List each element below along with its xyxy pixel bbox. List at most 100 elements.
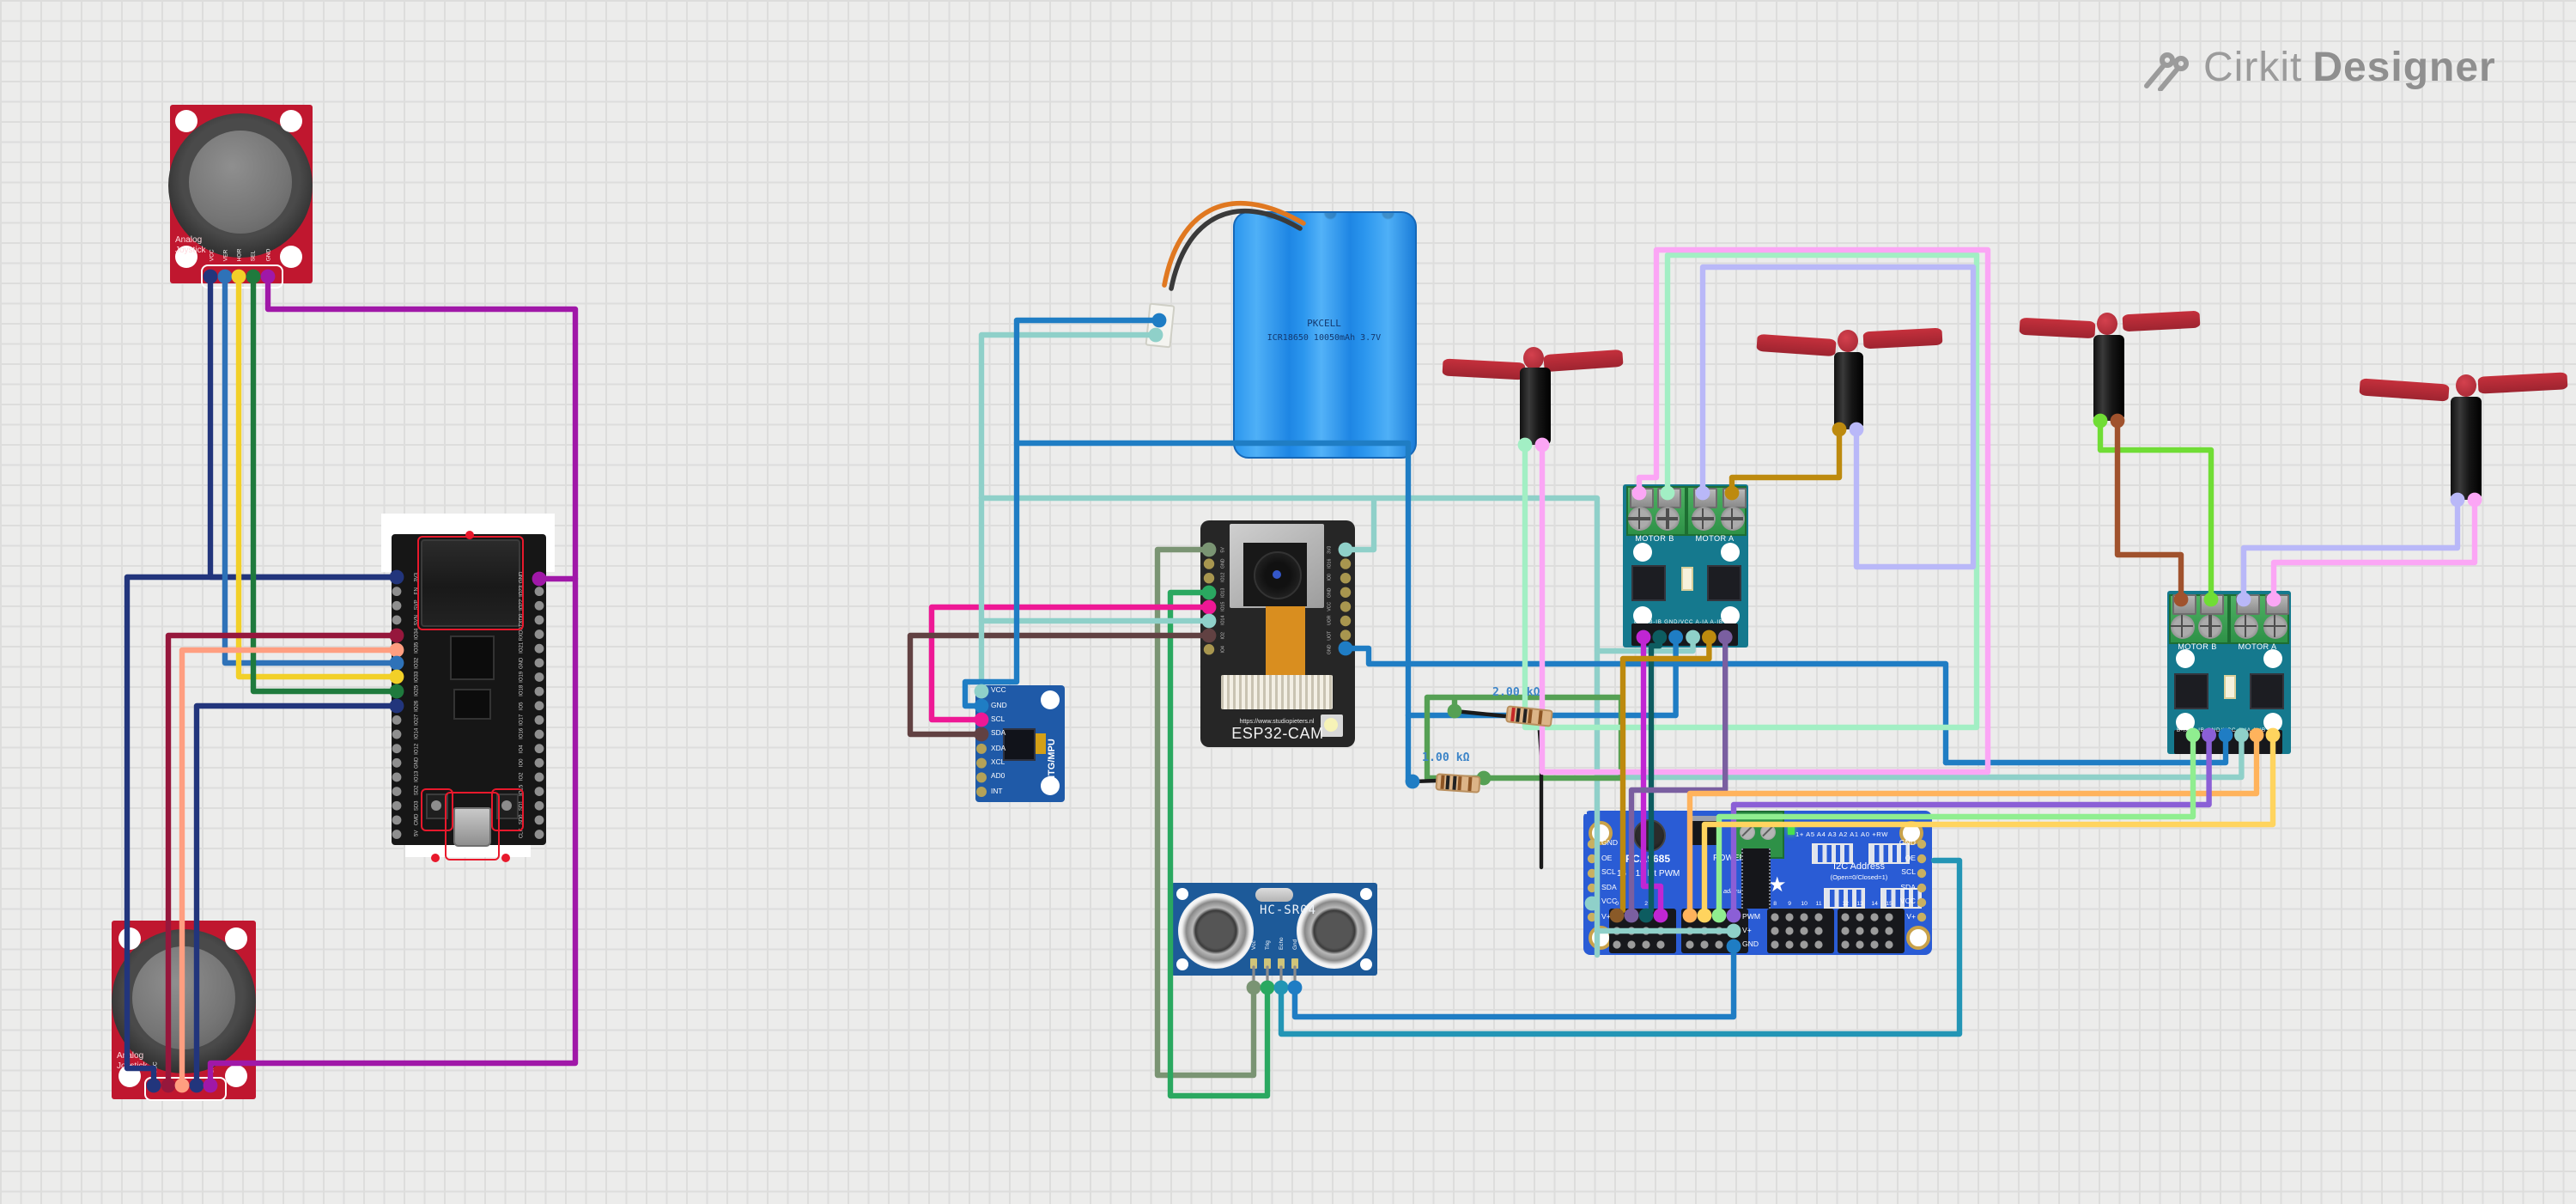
adafruit-star-icon: ★: [1768, 872, 1787, 896]
pin-label: XDA: [991, 743, 1006, 752]
mount-hole: [1905, 925, 1929, 949]
pca9685-board[interactable]: 1+ A5 A4 A3 A2 A1 A0 +RW PCA9685 16 x 12…: [1583, 810, 1932, 955]
pin-label: V+: [1906, 911, 1916, 921]
pin-label: SDA: [1601, 882, 1617, 891]
pin-label: AD0: [991, 771, 1005, 781]
hcsr04-title: HC-SR04: [1260, 903, 1317, 917]
joystick-knob[interactable]: [132, 946, 235, 1049]
flash-chip: [453, 689, 490, 720]
joystick-knob[interactable]: [189, 131, 292, 234]
pin-label: VCC: [1899, 897, 1916, 906]
pin-label: SDA: [991, 728, 1006, 738]
resistor-1k[interactable]: [1435, 772, 1481, 792]
pin-label: 7: [1732, 900, 1735, 907]
motor-b-label: MOTOR B: [1635, 534, 1674, 543]
mount-hole: [1588, 925, 1612, 949]
micro-usb-port: [453, 807, 490, 847]
propeller-blade: [2122, 310, 2201, 332]
wire-cam-gnd[interactable]: [1342, 645, 1949, 766]
wire-junction-dot[interactable]: [1447, 703, 1462, 719]
pin-label: GND: [264, 248, 271, 262]
motor-driver-2[interactable]: MOTOR B MOTOR A B-IA B-IB GND/VCC A-IA A…: [2166, 591, 2291, 754]
wire-motor2-gold[interactable]: [1728, 426, 1843, 496]
wire-joy1-sel[interactable]: [250, 273, 400, 695]
control-header[interactable]: [1631, 623, 1738, 646]
pin-label: 8: [1773, 900, 1777, 907]
motor-body: [2093, 335, 2123, 421]
esp32-rf-shield: [420, 539, 519, 627]
channel-header-4-7[interactable]: [1681, 909, 1748, 953]
cirkit-designer-logo: Cirkit Designer: [2142, 45, 2496, 93]
joystick-label: Analog Joystick: [175, 235, 206, 256]
wire-junction-dot[interactable]: [1405, 774, 1420, 789]
wire-vcc-main[interactable]: [978, 331, 1158, 695]
wire-junction-dot[interactable]: [1260, 980, 1275, 995]
wire-motor3-red[interactable]: [2114, 417, 2184, 603]
channel-header-0-3[interactable]: [1608, 909, 1675, 953]
pin-label: VCC: [991, 685, 1006, 695]
capacitor: [1036, 733, 1046, 754]
esp32-cam-board[interactable]: https://www.studiopieters.nl ESP32-CAM 5…: [1200, 520, 1354, 747]
wire-drv2-vcc[interactable]: [1594, 732, 2245, 781]
wire-drv1-gnd[interactable]: [1405, 634, 1679, 719]
resistor-2k[interactable]: [1504, 704, 1552, 726]
wire-motor4-lav[interactable]: [2240, 496, 2461, 603]
brand-suffix: Designer: [2312, 45, 2496, 91]
wire-motor3-green[interactable]: [2097, 417, 2215, 603]
motor-a-label: MOTOR A: [2238, 642, 2277, 650]
mount-hole: [1359, 958, 1371, 970]
pin-label: SCL: [1601, 867, 1616, 877]
pin-label: CLK: [516, 829, 524, 839]
wire-junction-dot[interactable]: [1287, 980, 1303, 995]
crystal-oscillator: [1255, 887, 1292, 901]
pin-label: V+: [1601, 911, 1611, 921]
pin-label: 9: [1788, 900, 1791, 907]
wire-scl[interactable]: [928, 604, 1212, 723]
battery-connector[interactable]: [1145, 302, 1176, 349]
channel-header-8-11[interactable]: [1766, 909, 1833, 953]
boot-button[interactable]: [425, 794, 447, 819]
propeller-blade: [1442, 358, 1526, 380]
wire-motor1-mint[interactable]: [1522, 252, 1980, 731]
capacitor: [1632, 818, 1665, 851]
pin-label: OE: [1601, 853, 1613, 862]
mpu-chip-label: ITG/MPU: [1048, 739, 1058, 778]
wire-joy1-vcc[interactable]: [207, 273, 400, 581]
mount-hole: [280, 110, 302, 132]
pin-label: IO4: [1220, 645, 1226, 654]
propeller-blade: [1756, 333, 1837, 357]
wire-r1-lead-a[interactable]: [1452, 708, 1509, 719]
wire-joy1-hor[interactable]: [235, 273, 400, 680]
pin-label: 1: [1630, 900, 1633, 907]
propeller-blade: [1862, 327, 1943, 350]
power-led: [1787, 824, 1794, 834]
pin-label: 5: [1703, 900, 1706, 907]
pin-label: 10: [1801, 900, 1807, 907]
battery-pack[interactable]: PKCELL ICR18650 10050mAh 3.7V: [1232, 210, 1416, 458]
wire-junction-dot[interactable]: [1246, 980, 1261, 995]
pin-frame: [144, 1077, 227, 1101]
pin-label: 13: [1856, 900, 1863, 907]
wire-motor4-pink[interactable]: [2270, 496, 2478, 603]
joystick-label: Analog Joystick: [117, 1051, 148, 1072]
motor-driver-1[interactable]: MOTOR B MOTOR A B-IA B-IB GND/VCC A-IA A…: [1622, 483, 1747, 647]
wire-r1-lead-b[interactable]: [1536, 717, 1544, 870]
wire-junction-dot[interactable]: [1273, 980, 1289, 995]
control-header[interactable]: [2174, 730, 2282, 753]
wire-mpu-gnd[interactable]: [962, 440, 1020, 709]
wire-joy1-ver[interactable]: [222, 273, 400, 666]
